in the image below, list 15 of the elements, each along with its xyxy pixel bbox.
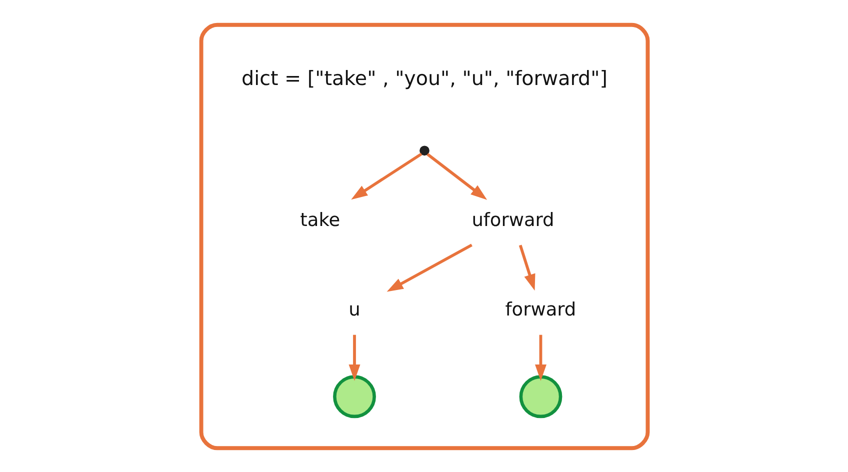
label: dict = ["take" , "you", "u", "forward"]: [241, 66, 607, 90]
arrow: [348, 334, 360, 380]
node-text: uforward: [471, 209, 554, 230]
arrow: [426, 152, 487, 200]
node-circle: [332, 374, 376, 418]
arrow: [386, 243, 472, 292]
arrow: [534, 334, 546, 380]
node-circle: [518, 374, 562, 418]
arrow: [518, 244, 535, 290]
node-dot: [419, 145, 429, 156]
node-text: forward: [504, 299, 576, 320]
node-text: u: [348, 299, 360, 320]
cluster: [198, 22, 650, 450]
node-text: take: [300, 209, 340, 230]
arrow: [350, 152, 422, 200]
